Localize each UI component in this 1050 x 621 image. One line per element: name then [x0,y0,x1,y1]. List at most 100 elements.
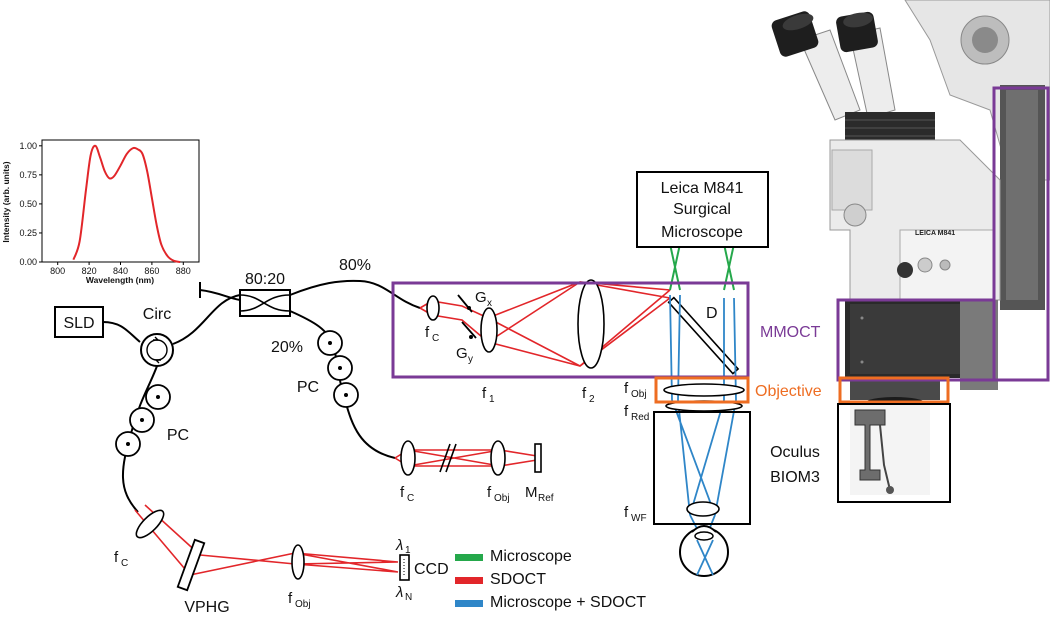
svg-text:Obj: Obj [494,493,510,504]
scan-lens-f1 [480,307,498,353]
plot-y-tick-label: 0.00 [19,257,37,267]
svg-text:Obj: Obj [295,599,311,610]
svg-text:2: 2 [589,394,595,405]
svg-text:Ref: Ref [538,493,554,504]
plot-x-axis-label: Wavelength (nm) [86,275,154,285]
svg-text:λ: λ [395,537,403,554]
wide-field-lens [686,501,720,517]
microscope-light-path [669,243,735,291]
mmoct-photo-box [836,298,996,382]
legend-label: Microscope [490,548,572,565]
galvo-mirrors [457,294,477,339]
circulator [140,333,174,367]
oculus-label-line2: BIOM3 [770,469,820,486]
legend-swatch [455,600,483,607]
svg-text:WF: WF [631,513,647,524]
objective-photo-box [838,376,950,404]
plot-y-tick-label: 0.25 [19,228,37,238]
ref-collimator-lens [400,440,416,476]
plot-x-tick-label: 860 [144,266,159,276]
eye [679,525,729,577]
svg-text:λ: λ [395,584,403,601]
objective-lens [663,383,745,397]
svg-text:C: C [407,493,414,504]
svg-text:M: M [525,484,538,501]
svg-text:f: f [114,549,119,566]
fiber-sample-arm [289,279,421,309]
spectrometer-collimator-lens [135,509,165,539]
spectrometer-beams [134,504,399,576]
dichroic-label: D [706,305,718,322]
plot-y-tick-label: 1.00 [19,141,37,151]
ccd-label: CCD [414,561,449,578]
svg-text:y: y [468,354,473,365]
fiber-sld-circ [102,321,141,343]
circ-label: Circ [143,306,171,323]
legend-label: SDOCT [490,571,546,588]
legend-label: Microscope + SDOCT [490,594,646,611]
objective-label: Objective [755,383,822,400]
microscope-label-line2: Surgical [673,201,731,218]
plot-x-tick-label: 840 [113,266,128,276]
svg-text:f: f [288,590,293,607]
leica-logo: LEICA M841 [915,230,955,237]
plot-y-ticks: 0.000.250.500.751.00 [19,141,42,267]
plot-x-tick-label: 820 [82,266,97,276]
svg-text:f: f [482,385,487,402]
fiber-terminated-end [199,289,241,301]
plot-y-axis-label: Intensity (arb. units) [1,161,11,242]
eyepieces [771,11,896,121]
fiber-detection-arm [122,365,158,513]
svg-text:f: f [582,385,587,402]
sld-box [54,306,104,338]
svg-text:G: G [456,345,468,362]
mmoct-box [391,281,750,379]
svg-text:C: C [121,558,128,569]
biom-box [653,411,751,525]
plot-x-tick-label: 880 [176,266,191,276]
legend-swatch [455,577,483,584]
svg-text:N: N [405,592,412,603]
microscope-label-line3: Microscope [661,224,743,241]
mmoct-label: MMOCT [760,324,821,341]
coupler [239,289,291,317]
surgical-microscope-box [636,171,769,248]
legend-swatch [455,554,483,561]
reference-mirror [534,443,542,473]
vphg-grating [176,538,206,592]
microscope-photo: LEICA M841 [771,0,1050,503]
vphg-label: VPHG [184,599,229,616]
svg-text:1: 1 [489,394,495,405]
pc-ref-label: PC [297,379,319,396]
biom-photo-box [837,403,951,503]
svg-text:Red: Red [631,412,649,423]
dispersion-compensation [439,443,457,473]
plot-frame [41,139,200,263]
pct20-label: 20% [271,339,303,356]
coupler-ratio-label: 80:20 [245,271,285,288]
svg-text:Obj: Obj [631,389,647,400]
plot-y-tick-label: 0.50 [19,199,37,209]
pct80-label: 80% [339,257,371,274]
reference-arm-beams [394,449,538,467]
pc-det-label: PC [167,427,189,444]
ccd-array [399,554,410,581]
oculus-label-line1: Oculus [770,444,820,461]
mmoct-photo-mount-box [992,86,1050,382]
svg-text:f: f [400,484,405,501]
polarization-controller-ref [317,330,359,408]
svg-text:f: f [425,324,430,341]
